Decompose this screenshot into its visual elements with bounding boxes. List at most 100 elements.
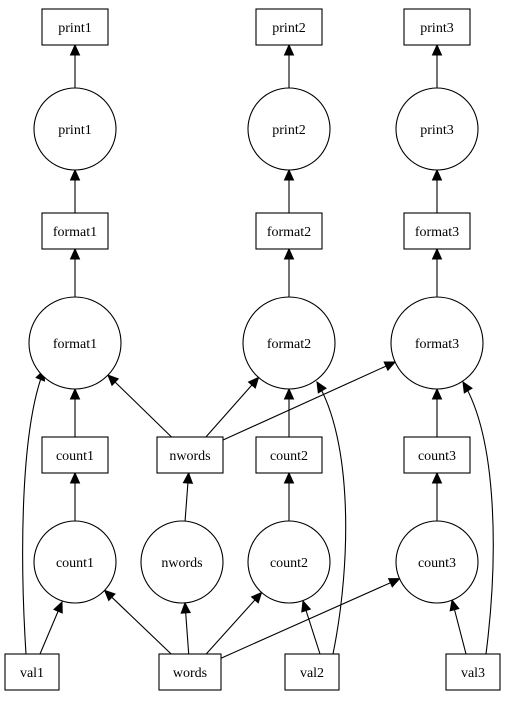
task-node-count2: count2 xyxy=(247,520,331,604)
task-node-format1: format1 xyxy=(28,296,122,390)
node-box xyxy=(284,653,340,691)
node-circle xyxy=(140,520,224,604)
arrowhead-icon xyxy=(462,380,473,394)
node-label: format3 xyxy=(415,337,459,352)
node-label: format2 xyxy=(267,337,311,352)
data-node-count3: count3 xyxy=(403,436,471,474)
edge-b-val2-to-c-format2 xyxy=(316,380,347,655)
edge-line xyxy=(462,381,494,655)
edge-line xyxy=(110,596,172,655)
edge-b-words-to-c-nwords xyxy=(180,601,191,655)
arrowhead-icon xyxy=(283,168,295,181)
node-label: format1 xyxy=(53,225,97,240)
node-label: count2 xyxy=(270,449,308,464)
edge-c-print3-to-b-print3 xyxy=(431,43,443,88)
edge-b-nwords-to-c-format2 xyxy=(205,376,260,438)
arrowhead-icon xyxy=(283,471,295,484)
edge-b-words-to-c-count3 xyxy=(220,578,401,659)
arrowhead-icon xyxy=(449,598,460,612)
data-node-print3: print3 xyxy=(403,8,471,46)
edge-b-nwords-to-c-format3 xyxy=(222,361,397,441)
node-box xyxy=(41,212,109,250)
arrowhead-icon xyxy=(316,380,327,394)
data-node-format2: format2 xyxy=(255,212,323,250)
edge-c-count3-to-b-count3 xyxy=(431,471,443,521)
node-label: print2 xyxy=(272,123,305,138)
arrowhead-icon xyxy=(250,591,263,604)
node-circle xyxy=(33,87,117,171)
node-circle xyxy=(28,296,122,390)
node-box xyxy=(156,436,224,474)
edge-b-format1-to-c-print1 xyxy=(69,168,81,213)
arrowhead-icon xyxy=(69,43,81,56)
node-box xyxy=(403,8,471,46)
data-node-count1: count1 xyxy=(41,436,109,474)
task-node-print3: print3 xyxy=(395,87,479,171)
edge-c-format1-to-b-format1 xyxy=(69,247,81,297)
data-node-val1: val1 xyxy=(4,653,60,691)
edge-line xyxy=(220,581,392,659)
edge-b-nwords-to-c-format1 xyxy=(107,374,172,438)
data-node-format1: format1 xyxy=(41,212,109,250)
node-label: print3 xyxy=(420,21,453,36)
task-node-count1: count1 xyxy=(33,520,117,604)
data-node-format3: format3 xyxy=(403,212,471,250)
arrowhead-icon xyxy=(283,387,295,400)
edge-b-val3-to-c-format3 xyxy=(462,380,494,655)
edge-line xyxy=(185,611,190,655)
arrowhead-icon xyxy=(283,43,295,56)
edges-layer xyxy=(22,43,494,659)
data-node-count2: count2 xyxy=(255,436,323,474)
node-circle xyxy=(395,87,479,171)
arrowhead-icon xyxy=(53,600,63,614)
arrowhead-icon xyxy=(283,247,295,260)
edge-line xyxy=(22,369,45,655)
node-label: format1 xyxy=(53,337,97,352)
edge-b-words-to-c-count1 xyxy=(103,589,172,655)
edge-c-format3-to-b-format3 xyxy=(431,247,443,297)
data-node-print2: print2 xyxy=(255,8,323,46)
arrowhead-icon xyxy=(69,387,81,400)
node-label: words xyxy=(173,666,207,681)
node-box xyxy=(41,8,109,46)
edge-b-format3-to-c-print3 xyxy=(431,168,443,213)
arrowhead-icon xyxy=(182,471,194,484)
arrowhead-icon xyxy=(69,247,81,260)
task-node-format3: format3 xyxy=(390,296,484,390)
node-label: print1 xyxy=(58,123,91,138)
node-label: print1 xyxy=(58,21,91,36)
node-label: count1 xyxy=(56,449,94,464)
arrowhead-icon xyxy=(180,601,191,614)
task-node-print1: print1 xyxy=(33,87,117,171)
node-circle xyxy=(247,87,331,171)
edge-b-count1-to-c-format1 xyxy=(69,387,81,437)
node-label: count1 xyxy=(56,556,94,571)
edge-b-count3-to-c-format3 xyxy=(431,387,443,437)
edge-line xyxy=(205,383,253,438)
edge-b-format2-to-c-print2 xyxy=(283,168,295,213)
node-label: print2 xyxy=(272,21,305,36)
edge-c-count1-to-b-count1 xyxy=(69,471,81,521)
arrowhead-icon xyxy=(431,387,443,400)
data-node-val2: val2 xyxy=(284,653,340,691)
node-label: count3 xyxy=(418,556,456,571)
arrowhead-icon xyxy=(107,374,120,387)
node-circle xyxy=(395,520,479,604)
node-label: val1 xyxy=(20,666,44,681)
data-node-print1: print1 xyxy=(41,8,109,46)
data-node-val3: val3 xyxy=(445,653,501,691)
node-box xyxy=(41,436,109,474)
edge-c-format2-to-b-format2 xyxy=(283,247,295,297)
arrowhead-icon xyxy=(383,361,397,372)
data-node-words: words xyxy=(158,653,222,691)
arrowhead-icon xyxy=(69,168,81,181)
arrowhead-icon xyxy=(247,376,260,389)
node-box xyxy=(255,212,323,250)
node-label: nwords xyxy=(161,556,202,571)
edge-c-count2-to-b-count2 xyxy=(283,471,295,521)
edge-b-val3-to-c-count3 xyxy=(449,598,467,655)
node-label: format2 xyxy=(267,225,311,240)
edge-line xyxy=(114,380,172,438)
edge-b-val1-to-c-count1 xyxy=(39,600,63,655)
